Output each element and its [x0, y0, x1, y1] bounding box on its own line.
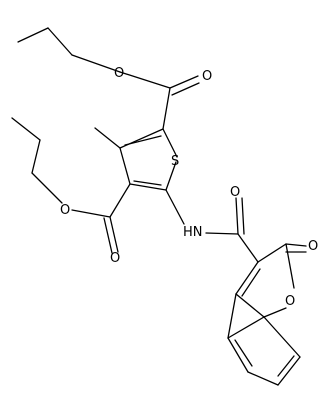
ethyl-ester-group [119, 71, 200, 130]
atom-o-propyl-ester-double: O [110, 251, 120, 266]
atom-o-lactone-carbonyl: O [308, 239, 318, 254]
propyl-ester-group [71, 183, 131, 254]
atom-labels: O O S O O O HN O O [60, 66, 318, 309]
methyl-substituent [94, 127, 121, 149]
ethyl-chain [17, 27, 121, 73]
atom-o-ring: O [285, 294, 295, 309]
atom-o-amide: O [230, 185, 240, 200]
atom-nh-amide: HN [183, 225, 203, 240]
atom-o-propyl-ester-single: O [60, 203, 70, 218]
pyranone-ring [235, 243, 307, 318]
propyl-chain [11, 117, 63, 204]
atom-o-ethyl-ester-double: O [202, 69, 212, 84]
atom-o-ethyl-ester-single: O [114, 66, 124, 81]
thiophene-ring [119, 128, 178, 191]
atom-s-thiophene: S [171, 154, 179, 169]
benzene-ring [227, 293, 301, 386]
amide-linkage [165, 189, 259, 263]
